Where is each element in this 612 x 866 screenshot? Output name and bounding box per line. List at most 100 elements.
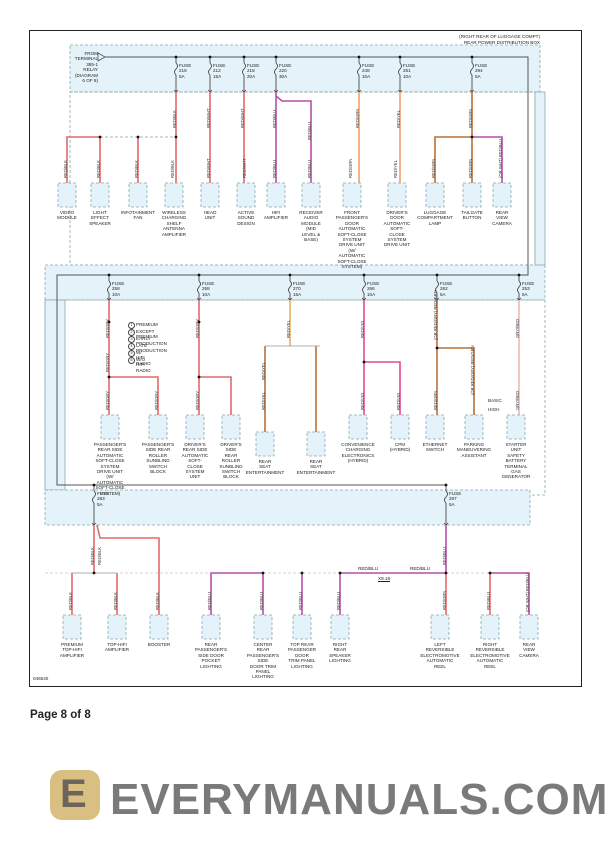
component-box bbox=[425, 182, 445, 208]
splice-dot bbox=[242, 55, 246, 59]
component-label: DRIVER'S REAR SIDE AUTOMATIC SOFT-CLOSE … bbox=[181, 442, 209, 480]
wire-color-label: GRY/RED bbox=[515, 318, 520, 338]
splice-dot bbox=[174, 55, 178, 59]
wire-color-label: RED/GRY bbox=[105, 352, 110, 372]
component-label: HEAD UNIT bbox=[203, 210, 217, 221]
splice-dot bbox=[517, 273, 521, 277]
component-box bbox=[201, 614, 221, 640]
component-label: RIGHT REVERSIBLE ELECTROMOTIVE AUTOMATIC… bbox=[470, 642, 510, 669]
component-label: REAR PASSENGER'S SIDE DOOR POCKET LIGHTI… bbox=[194, 642, 228, 669]
wire-color-label: RED/WHT bbox=[242, 158, 247, 178]
component-label: TOP-HIFI AMPLIFIER bbox=[104, 642, 130, 653]
bus-wire-label-right: RED/BLU bbox=[410, 566, 430, 571]
component-label: HIFI AMPLIFIER bbox=[263, 210, 289, 221]
component-label: PASSENGER'S SIDE REAR ROLLER SUNBLIND SW… bbox=[141, 442, 175, 475]
wire bbox=[364, 361, 401, 415]
component-box bbox=[149, 614, 169, 640]
component-box bbox=[480, 614, 500, 640]
splice-dot bbox=[107, 320, 111, 324]
wire-color-label: RED/VIO bbox=[360, 392, 365, 410]
fuse-icon bbox=[357, 62, 361, 76]
fuse-icon bbox=[274, 62, 278, 76]
wire-color-label: RED/WHT bbox=[240, 108, 245, 128]
component-box bbox=[464, 414, 484, 440]
box-name: REAR POWER DISTRIBUTION BOX bbox=[463, 40, 540, 45]
fuse-icon bbox=[444, 490, 448, 504]
fuse-label: FUSE 216 5A bbox=[179, 63, 192, 79]
power-distribution-box-middle bbox=[44, 264, 546, 301]
component-label: TAILGATE BUTTON bbox=[461, 210, 483, 221]
component-label: CONVENIENCE CHARGING ELECTRONICS (HYBRID… bbox=[341, 442, 375, 464]
splice-dot bbox=[98, 135, 102, 139]
component-box bbox=[330, 614, 350, 640]
wire-color-label: RED/BLK bbox=[170, 160, 175, 178]
fuse-label: FUSE 218 20A bbox=[247, 63, 260, 79]
splice-dot bbox=[136, 135, 140, 139]
wire-color-label: RED/BLU bbox=[336, 591, 341, 610]
splice-dot bbox=[488, 571, 492, 575]
component-label: ETHERNET SWITCH bbox=[422, 442, 448, 453]
fuse-label: FUSE 287 5A bbox=[449, 491, 462, 507]
wire-color-label: RED/GRN bbox=[348, 158, 353, 178]
fuse-label: FUSE 283 5A bbox=[97, 491, 110, 507]
wire-color-label: (OR WHT) RED/BLU bbox=[498, 138, 503, 178]
wire-color-label: RED/BLK bbox=[172, 110, 177, 128]
splice-dot bbox=[300, 571, 304, 575]
component-label: REAR VIEW CAMERA bbox=[519, 642, 539, 658]
wire-color-label: RED/BLU bbox=[259, 591, 264, 610]
component-label: PREMIUM TOP-HIFI AMPLIFIER bbox=[59, 642, 85, 658]
splice-dot bbox=[362, 360, 366, 364]
wire bbox=[340, 525, 447, 574]
wire bbox=[275, 95, 312, 183]
splice-dot bbox=[444, 571, 448, 575]
fuse-label: FUSE 220 30A bbox=[279, 63, 292, 79]
power-distribution-box-bottom bbox=[44, 489, 531, 526]
fuse-label: FUSE 253 5A bbox=[522, 281, 535, 297]
wire-color-label: RED/BLU bbox=[207, 591, 212, 610]
component-box bbox=[492, 182, 512, 208]
wire-color-label: (OR RED/GRY) RED/GRN bbox=[433, 290, 438, 340]
splice-dot bbox=[444, 483, 448, 487]
fuse-icon bbox=[362, 280, 366, 294]
wire-color-label: RED/BLK bbox=[90, 547, 95, 565]
wire-color-label: RED/YEL bbox=[396, 110, 401, 128]
wire-color-label: RED/BLU bbox=[272, 109, 277, 128]
wire-color-label: (OR RED/GRY) RED/GRN bbox=[470, 345, 475, 395]
component-label: BOOSTER bbox=[147, 642, 171, 647]
wire-color-label: RED/YEL bbox=[393, 160, 398, 178]
splice-dot bbox=[470, 135, 474, 139]
component-label: CENTER REAR PASSENGER'S SIDE DOOR TRIM P… bbox=[246, 642, 280, 680]
component-box bbox=[236, 182, 256, 208]
splice-dot bbox=[362, 273, 366, 277]
wire bbox=[210, 572, 263, 615]
bus-wire-label-left: RED/BLU bbox=[358, 566, 378, 571]
component-box bbox=[301, 182, 321, 208]
option-high: HIGH bbox=[488, 407, 500, 412]
wire-color-label: RED/GRY bbox=[195, 318, 200, 338]
component-box bbox=[100, 414, 120, 440]
fuse-icon bbox=[174, 62, 178, 76]
wire-color-label: RED/GRN bbox=[468, 158, 473, 178]
component-box bbox=[306, 431, 326, 457]
component-box bbox=[292, 614, 312, 640]
component-label: RIGHT REAR SPEAKER LIGHTING bbox=[329, 642, 351, 664]
wire bbox=[109, 376, 159, 415]
fuse-icon bbox=[92, 490, 96, 504]
wire bbox=[66, 136, 100, 183]
fuse-label: FUSE 251 10A bbox=[403, 63, 416, 79]
wire bbox=[434, 136, 472, 183]
fuse-icon bbox=[208, 62, 212, 76]
feed-source-label: FROM TERMINAL 385-1 RELAY (DIAGRAM 6 OF … bbox=[74, 51, 98, 84]
component-label: TOP REAR PASSENGER DOOR TRIM PANEL LIGHT… bbox=[287, 642, 317, 669]
wire-color-label: RED/VIO bbox=[396, 392, 401, 410]
splice-dot bbox=[208, 55, 212, 59]
component-label: LIGHT EFFECT SPEAKER bbox=[89, 210, 111, 226]
wire-color-label: RED/YEL bbox=[261, 362, 266, 380]
component-box bbox=[90, 182, 110, 208]
component-label: CPM (HYBRID) bbox=[389, 442, 411, 453]
component-box bbox=[253, 614, 273, 640]
fuse-label: FUSE 212 15A bbox=[213, 63, 226, 79]
wire-color-label: RED/WHT bbox=[206, 108, 211, 128]
legend-number-badge: 6 bbox=[128, 357, 135, 364]
